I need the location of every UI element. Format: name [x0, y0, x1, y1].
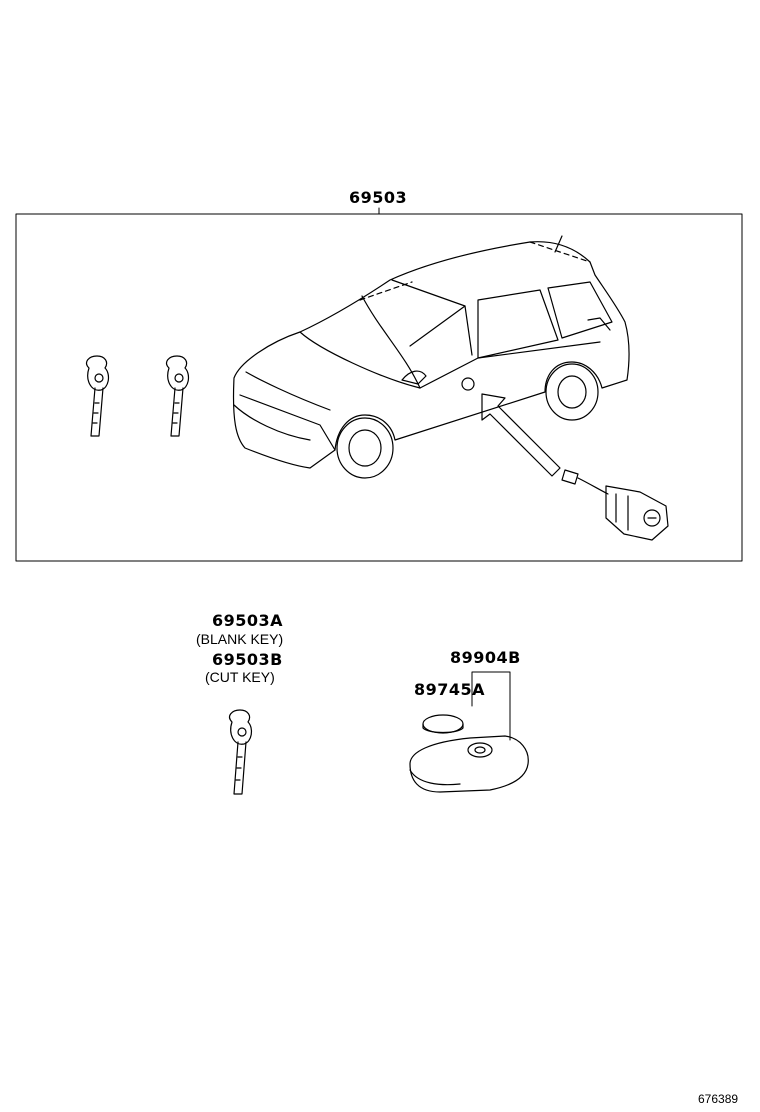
blank-key-description: (BLANK KEY) — [196, 631, 284, 647]
transmitter-leader — [471, 671, 511, 741]
key-fob-icon — [409, 735, 529, 793]
key-icon — [228, 709, 253, 795]
key-icon — [165, 355, 190, 437]
battery-part-number: 89745A — [414, 680, 486, 699]
key-icon — [85, 355, 110, 437]
blank-key-part-number: 69503A — [212, 611, 284, 630]
assembly-frame — [15, 213, 743, 562]
arrow-icon — [481, 393, 561, 477]
vehicle-illustration — [232, 235, 630, 479]
cut-key-description: (CUT KEY) — [205, 669, 275, 685]
door-lock-cylinder-icon — [561, 469, 669, 541]
figure-number: 676389 — [698, 1092, 739, 1106]
transmitter-part-number: 89904B — [450, 648, 521, 667]
assembly-part-number: 69503 — [349, 188, 408, 207]
cut-key-part-number: 69503B — [212, 650, 283, 669]
battery-icon — [422, 714, 464, 734]
